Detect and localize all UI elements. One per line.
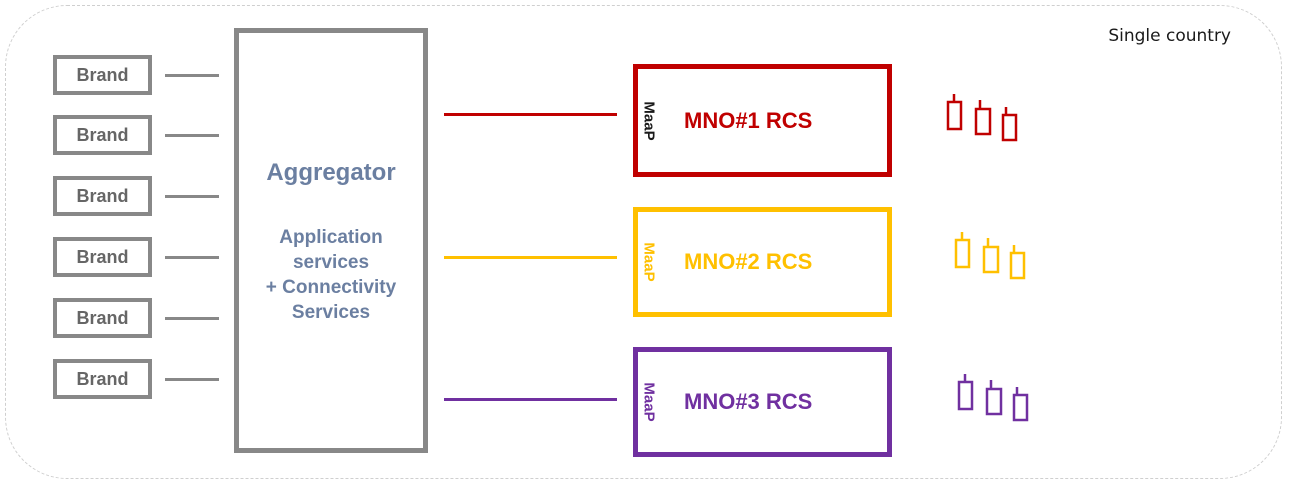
brand-box-1: Brand	[53, 55, 152, 95]
mno2-rcs-label: MNO#2 RCS	[684, 249, 813, 274]
mno1-connector	[444, 113, 617, 116]
single-country-region	[5, 5, 1282, 479]
brand-connector-2	[165, 134, 219, 137]
mno1-rcs-label: MNO#1 RCS	[684, 107, 813, 133]
brand-box-4: Brand	[53, 237, 152, 277]
brand-box-3: Brand	[53, 176, 152, 216]
aggregator-box: Aggregator Application services + Connec…	[234, 28, 428, 453]
brand-connector-1	[165, 74, 219, 77]
mno2-phone-group-icon	[954, 232, 1026, 280]
mno3-phone-group-icon	[957, 374, 1029, 422]
mno1-phone-group-icon	[946, 94, 1018, 142]
brand-connector-3	[165, 195, 219, 198]
mno3-connector	[444, 398, 617, 401]
mno2-maap-label: MaaP	[640, 242, 658, 282]
mno2-rcs-box: MaaP MNO#2 RCS	[633, 207, 892, 317]
region-label: Single country	[1108, 26, 1231, 46]
brand-connector-4	[165, 256, 219, 259]
brand-connector-6	[165, 378, 219, 381]
mno3-rcs-box: MaaP MNO#3 RCS	[633, 347, 892, 457]
brand-connector-5	[165, 317, 219, 320]
mno3-rcs-label: MNO#3 RCS	[684, 389, 813, 414]
mno1-rcs-box: MaaP MNO#1 RCS	[633, 64, 892, 177]
brand-box-2: Brand	[53, 115, 152, 155]
mno1-maap-label: MaaP	[640, 100, 658, 141]
mno3-maap-label: MaaP	[640, 382, 658, 422]
brand-box-5: Brand	[53, 298, 152, 338]
mno2-connector	[444, 256, 617, 259]
aggregator-services: Application services + Connectivity Serv…	[265, 227, 397, 323]
brand-box-6: Brand	[53, 359, 152, 399]
aggregator-title: Aggregator	[266, 159, 396, 186]
